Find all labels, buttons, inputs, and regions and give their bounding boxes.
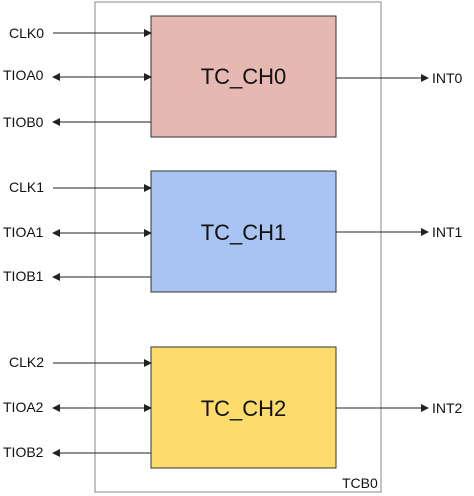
channel-0-box: [150, 15, 337, 138]
channel-2: TC_CH2 CLK2 TIOA2 TIOB2 INT2: [3, 346, 463, 469]
channel-1-output-label: INT1: [432, 224, 463, 240]
channel-2-input-tiob-label: TIOB2: [3, 444, 44, 460]
channel-1-input-tioa-label: TIOA1: [3, 224, 44, 240]
channel-2-label: TC_CH2: [201, 396, 287, 421]
channel-0-output-label: INT0: [432, 70, 463, 86]
channel-0-label: TC_CH0: [201, 64, 287, 89]
channel-0-input-tiob-label: TIOB0: [3, 114, 44, 130]
channel-1-label: TC_CH1: [201, 220, 287, 245]
tcb-label: TCB0: [342, 475, 378, 491]
channel-2-input-tioa-label: TIOA2: [3, 399, 44, 415]
channel-2-input-clk-label: CLK2: [9, 354, 44, 370]
channel-1: TC_CH1 CLK1 TIOA1 TIOB1 INT1: [3, 170, 463, 293]
channel-1-input-clk-label: CLK1: [9, 179, 44, 195]
channel-0-input-tioa-label: TIOA0: [3, 67, 44, 83]
channel-1-input-tiob-label: TIOB1: [3, 268, 44, 284]
channel-0: TC_CH0 CLK0 TIOA0 TIOB0 INT0: [3, 15, 463, 138]
tcb-outer-block: [94, 1, 382, 493]
channel-2-box: [150, 346, 337, 469]
channel-1-box: [150, 170, 337, 293]
channel-2-output-label: INT2: [432, 400, 463, 416]
channel-0-input-clk-label: CLK0: [9, 25, 44, 41]
